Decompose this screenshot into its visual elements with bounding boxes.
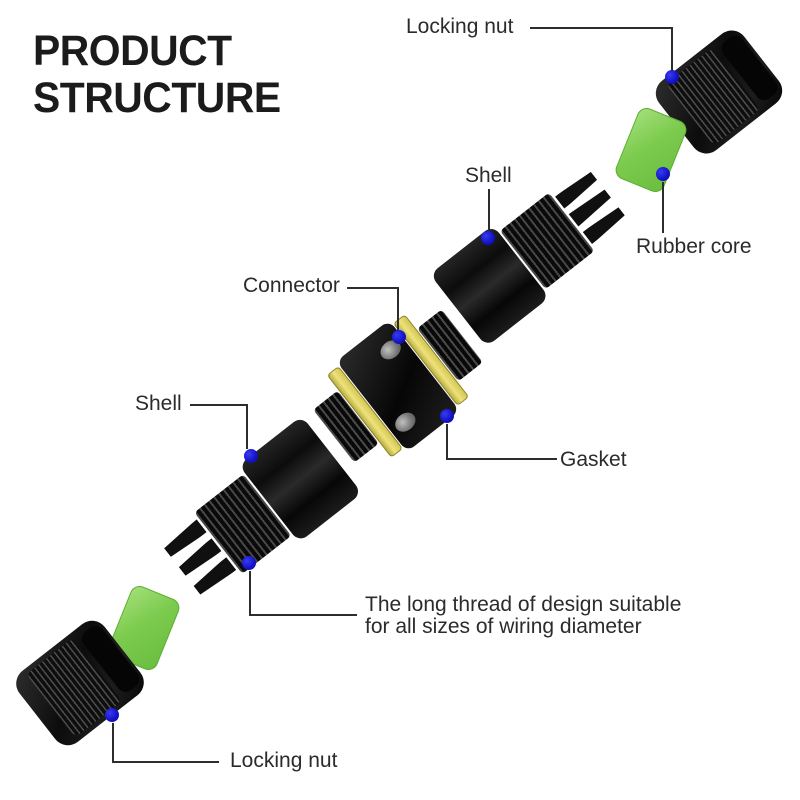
leader-line-locking-nut-bottom-h: [112, 761, 219, 763]
leader-line-locking-nut-bottom-v: [112, 723, 114, 763]
label-shell-bottom: Shell: [135, 392, 182, 415]
leader-line-thread-note-v: [249, 571, 251, 616]
marker-dot-connector: [392, 330, 406, 344]
marker-dot-shell-top: [481, 231, 495, 245]
marker-dot-locking-nut-top: [665, 70, 679, 84]
leader-line-connector-h: [347, 287, 399, 289]
label-rubber-core: Rubber core: [636, 235, 752, 258]
leader-line-locking-nut-top-h: [530, 27, 673, 29]
title-line-2: STRUCTURE: [33, 74, 281, 122]
screw-icon: [390, 408, 419, 436]
leader-line-shell-bottom-v: [246, 404, 248, 449]
label-shell-top: Shell: [465, 164, 512, 187]
label-connector: Connector: [243, 274, 340, 297]
leader-line-gasket-h: [446, 458, 557, 460]
label-locking-nut-bottom: Locking nut: [230, 749, 338, 772]
thread-note-line-2: for all sizes of wiring diameter: [365, 615, 642, 638]
marker-dot-gasket: [440, 409, 454, 423]
marker-dot-rubber-core: [656, 167, 670, 181]
label-thread-note: The long thread of design suitable for a…: [365, 594, 681, 638]
marker-dot-shell-bottom: [244, 449, 258, 463]
page-title: PRODUCT STRUCTURE: [33, 28, 281, 122]
leader-line-rubber-core-v: [662, 182, 664, 233]
leader-line-connector-v: [397, 287, 399, 331]
leader-line-thread-note-h: [249, 614, 357, 616]
leader-line-shell-top-v: [488, 189, 490, 232]
title-line-1: PRODUCT: [33, 27, 232, 75]
leader-line-shell-bottom-h: [190, 404, 248, 406]
leader-line-gasket-v: [446, 424, 448, 460]
marker-dot-locking-nut-bottom: [105, 708, 119, 722]
label-locking-nut-top: Locking nut: [406, 15, 514, 38]
leader-line-locking-nut-top-v: [671, 27, 673, 71]
label-gasket: Gasket: [560, 448, 627, 471]
marker-dot-thread-note: [242, 556, 256, 570]
thread-note-line-1: The long thread of design suitable: [365, 593, 682, 616]
